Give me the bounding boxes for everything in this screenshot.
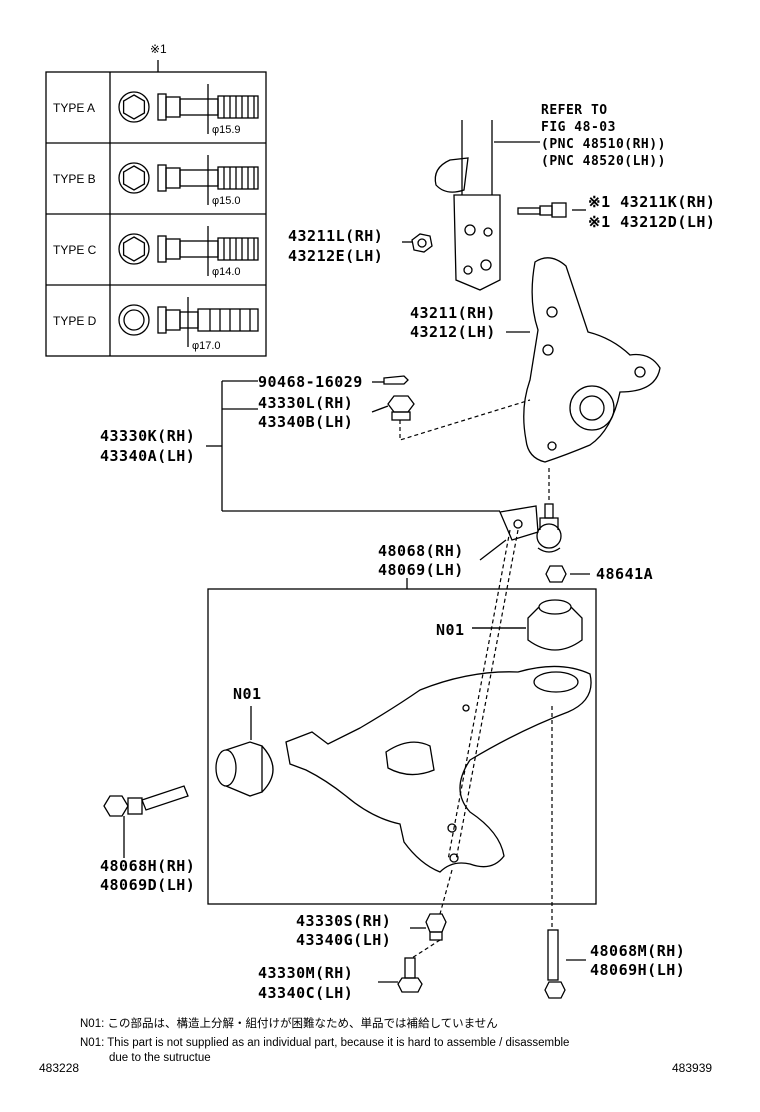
- part-48069[interactable]: 48069(LH): [378, 561, 464, 579]
- cotter-pin: [372, 375, 409, 385]
- part-43212[interactable]: 43212(LH): [410, 323, 496, 341]
- note-jp: N01: この部品は、構造上分解・組付けが困難なため、単品では補給していません: [80, 1018, 498, 1030]
- part-n01-left[interactable]: N01: [233, 685, 262, 703]
- part-48069h[interactable]: 48069H(LH): [590, 961, 686, 979]
- part-43211[interactable]: 43211(RH): [410, 304, 496, 322]
- note-en-2: due to the sutructue: [109, 1052, 211, 1064]
- ball-joint: [499, 503, 562, 553]
- part-43340b[interactable]: 43340B(LH): [258, 413, 354, 431]
- bolt-48068m: [544, 929, 586, 999]
- type-c-dia: φ14.0: [212, 266, 241, 278]
- note-en-1: N01: This part is not supplied as an ind…: [80, 1037, 570, 1049]
- refer-line-4[interactable]: (PNC 48520(LH)): [541, 154, 666, 169]
- type-b-dia: φ15.0: [212, 195, 241, 207]
- type-a-label: TYPE A: [53, 101, 96, 115]
- bolt-43330m: [378, 957, 423, 993]
- part-43330m[interactable]: 43330M(RH): [258, 964, 354, 982]
- steering-knuckle: [506, 257, 661, 463]
- bolt-48068h: [103, 785, 189, 858]
- nut-43330s: [410, 913, 447, 941]
- part-n01-top[interactable]: N01: [436, 621, 465, 639]
- nut-43211l: [402, 233, 433, 253]
- part-43340a[interactable]: 43340A(LH): [100, 447, 196, 465]
- part-48068m[interactable]: 48068M(RH): [590, 942, 686, 960]
- type-c-label: TYPE C: [53, 243, 97, 257]
- footer-right-code: 483939: [672, 1061, 713, 1075]
- part-43212d[interactable]: ※1 43212D(LH): [588, 213, 716, 231]
- part-90468-16029[interactable]: 90468-16029: [258, 373, 363, 391]
- bushing-n01-left: [215, 706, 274, 797]
- part-48068[interactable]: 48068(RH): [378, 542, 464, 560]
- part-43211l[interactable]: 43211L(RH): [288, 227, 384, 245]
- part-43211k[interactable]: ※1 43211K(RH): [588, 193, 716, 211]
- refer-line-3[interactable]: (PNC 48510(RH)): [541, 137, 666, 152]
- bolt-type-table: [45, 60, 267, 357]
- part-48069d[interactable]: 48069D(LH): [100, 876, 196, 894]
- part-48641a[interactable]: 48641A: [596, 565, 654, 583]
- part-43330s[interactable]: 43330S(RH): [296, 912, 392, 930]
- bolt-43211k: [517, 202, 586, 218]
- strut-assembly: [434, 120, 540, 291]
- bolt-type-d-icon: [118, 297, 259, 347]
- part-48068h[interactable]: 48068H(RH): [100, 857, 196, 875]
- joint-assembly-bracket: [206, 380, 500, 512]
- bolt-table-mark: ※1: [150, 42, 167, 56]
- type-b-label: TYPE B: [53, 172, 96, 186]
- refer-line-2[interactable]: FIG 48-03: [541, 120, 616, 135]
- part-43340g[interactable]: 43340G(LH): [296, 931, 392, 949]
- lower-control-arm: [285, 665, 592, 873]
- type-a-dia: φ15.9: [212, 124, 241, 136]
- lower-arm-group-box: [207, 588, 597, 905]
- part-43330k[interactable]: 43330K(RH): [100, 427, 196, 445]
- nut-48641a: [545, 565, 590, 583]
- bolt-type-b-icon: [118, 155, 259, 205]
- refer-line-1[interactable]: REFER TO: [541, 103, 608, 118]
- part-43340c[interactable]: 43340C(LH): [258, 984, 354, 1002]
- type-d-label: TYPE D: [53, 314, 97, 328]
- bolt-type-a-icon: [118, 84, 259, 134]
- castle-nut: [371, 395, 415, 421]
- part-43212e[interactable]: 43212E(LH): [288, 247, 384, 265]
- part-43330l[interactable]: 43330L(RH): [258, 394, 354, 412]
- bolt-type-c-icon: [118, 226, 259, 276]
- type-d-dia: φ17.0: [192, 340, 221, 352]
- footer-left-code: 483228: [39, 1061, 80, 1075]
